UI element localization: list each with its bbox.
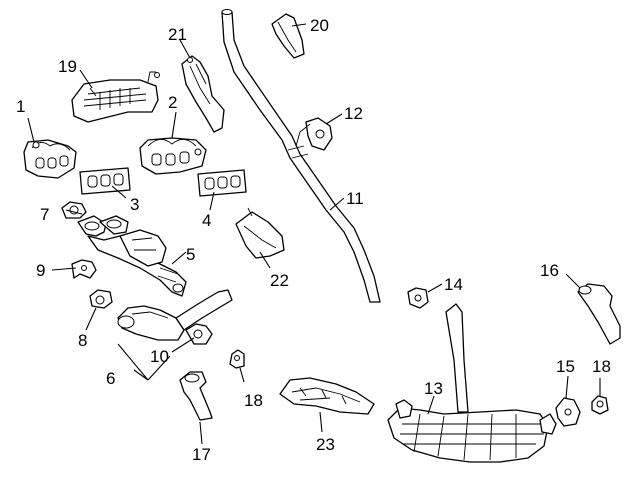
part-6-rear-converter[interactable] xyxy=(117,289,233,341)
callout-23: 23 xyxy=(316,435,335,454)
part-4-manifold-gasket[interactable] xyxy=(197,169,247,197)
callout-19: 19 xyxy=(58,57,77,76)
leader-lines xyxy=(27,23,601,445)
callout-18-right: 18 xyxy=(592,357,611,376)
callout-7: 7 xyxy=(40,205,49,224)
callout-1: 1 xyxy=(16,97,25,116)
callout-3: 3 xyxy=(130,195,139,214)
part-7-gasket-ring[interactable] xyxy=(61,201,87,219)
callout-21: 21 xyxy=(168,25,187,44)
callout-12: 12 xyxy=(344,104,363,123)
part-18-hanger-right[interactable] xyxy=(591,395,609,415)
callout-9: 9 xyxy=(36,261,45,280)
part-14-hanger-insulator[interactable] xyxy=(407,287,429,309)
callout-6: 6 xyxy=(106,369,115,388)
part-17-intermediate-pipe[interactable] xyxy=(179,371,213,421)
part-18-hanger-left[interactable] xyxy=(229,349,245,369)
part-16-tail-pipe[interactable] xyxy=(577,283,621,345)
callout-16: 16 xyxy=(540,261,559,280)
part-19-heat-shield[interactable] xyxy=(71,71,160,123)
part-8-gasket-ring[interactable] xyxy=(89,289,113,309)
part-11-front-pipe[interactable] xyxy=(221,9,381,303)
part-21-heat-shield-bracket[interactable] xyxy=(181,55,225,133)
part-13-muffler-assembly[interactable] xyxy=(387,303,557,463)
callout-22: 22 xyxy=(270,271,289,290)
part-3-manifold-gasket[interactable] xyxy=(79,167,131,195)
part-23-floor-heat-shield[interactable] xyxy=(279,377,375,415)
part-2-right-exhaust-manifold[interactable] xyxy=(139,137,207,175)
part-22-heat-shield[interactable] xyxy=(235,207,285,259)
part-20-bracket[interactable] xyxy=(271,13,305,59)
callout-2: 2 xyxy=(168,93,177,112)
part-15-hanger-bracket[interactable] xyxy=(555,397,581,427)
callout-15: 15 xyxy=(556,357,575,376)
part-9-bracket[interactable] xyxy=(71,259,97,279)
callout-18-left: 18 xyxy=(244,391,263,410)
callout-13: 13 xyxy=(424,379,443,398)
part-1-left-exhaust-manifold[interactable] xyxy=(23,139,77,179)
callout-5: 5 xyxy=(186,245,195,264)
callout-8: 8 xyxy=(78,331,87,350)
callout-11: 11 xyxy=(346,189,364,208)
callout-4: 4 xyxy=(202,211,211,230)
part-5-catalytic-converter[interactable] xyxy=(77,215,187,297)
part-12-hanger-clamp[interactable] xyxy=(295,117,333,151)
callout-labels: 1 19 21 20 2 12 3 4 7 5 9 8 11 22 10 6 1… xyxy=(16,16,611,464)
part-10-clamp[interactable] xyxy=(185,323,213,345)
callout-10: 10 xyxy=(150,347,169,366)
callout-17: 17 xyxy=(192,445,211,464)
callout-20: 20 xyxy=(310,16,329,35)
callout-14: 14 xyxy=(444,275,463,294)
